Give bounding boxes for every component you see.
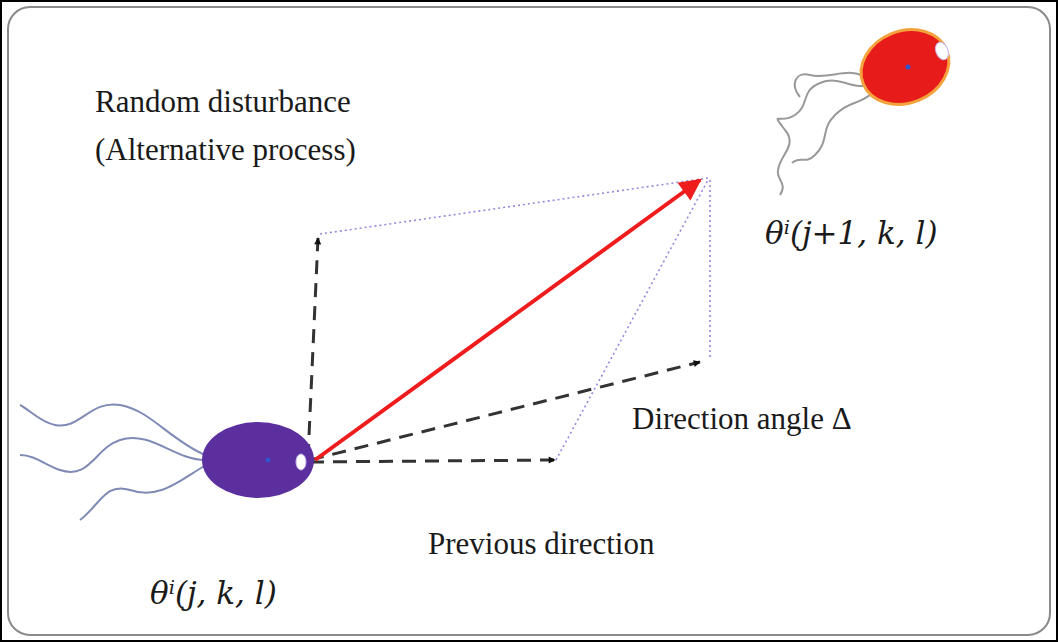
annotation-label: Previous direction (428, 520, 758, 568)
frame (8, 7, 1050, 635)
annotation-label: Direction angle Δ (632, 395, 962, 443)
bacterium-body (202, 422, 314, 498)
bacterium-spot (933, 40, 951, 61)
bacterium-shape (195, 420, 315, 500)
bacterium-shape (700, 5, 960, 180)
flagella (20, 404, 206, 520)
flagellum (795, 73, 868, 97)
bacterium: θⁱ(j, k, l) (195, 420, 315, 500)
bacterium-body (850, 17, 960, 117)
annotation-label: Random disturbance (Alternative process) (95, 78, 395, 174)
flagellum (792, 93, 872, 163)
position-label: θⁱ(j, k, l) (150, 575, 277, 611)
bacterium: θⁱ(j+1, k, l) (700, 5, 960, 180)
bacterium-core (906, 65, 911, 70)
position-label: θⁱ(j+1, k, l) (765, 215, 938, 251)
bacterium-core (266, 458, 271, 463)
bacterium-spot (296, 454, 306, 470)
